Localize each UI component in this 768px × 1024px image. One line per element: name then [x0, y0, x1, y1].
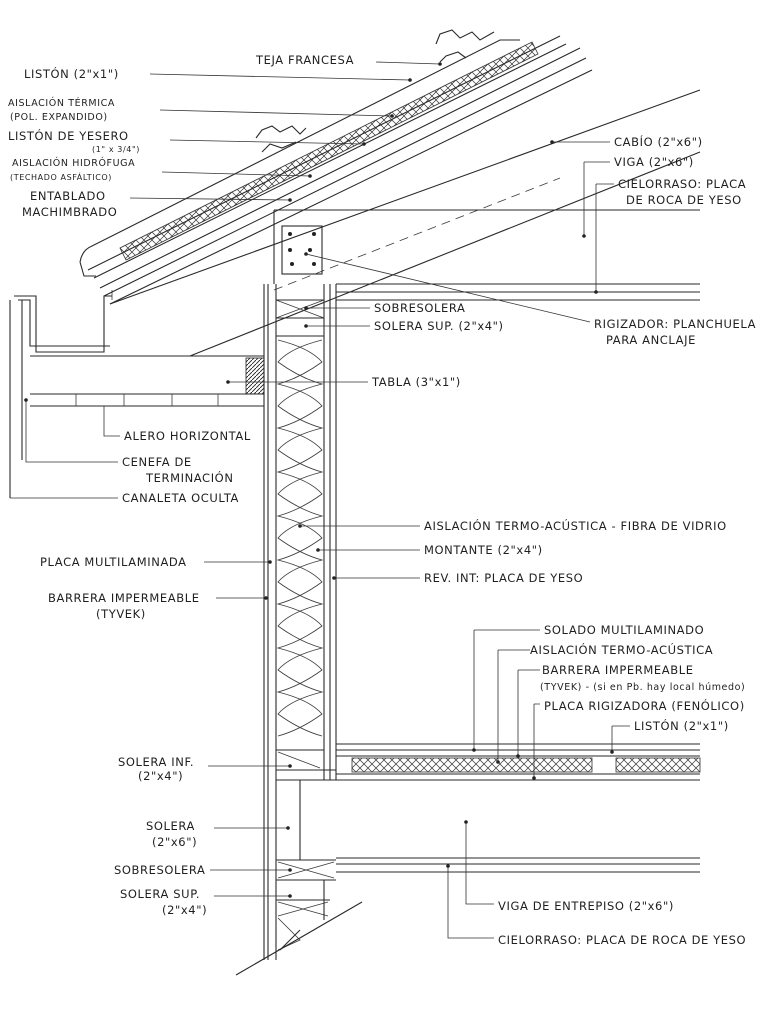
- floor-assembly: [336, 743, 701, 873]
- tabla-block: [245, 357, 265, 395]
- label-barrera-sub: (TYVEK): [96, 607, 146, 621]
- label-cenefa: CENEFA DE: [122, 455, 192, 469]
- label-cabio: CABÍO (2"x6"): [614, 134, 703, 149]
- roof-assembly: [79, 29, 701, 357]
- roof-insulation-band: [119, 41, 539, 261]
- label-solera-sup-top: SOLERA SUP. (2"x4"): [374, 319, 504, 333]
- label-placa-rigizadora: PLACA RIGIZADORA (FENÓLICO): [544, 698, 745, 713]
- eave-assembly: [9, 295, 265, 498]
- floor-insulation-band: [351, 757, 593, 773]
- wall-assembly: [235, 284, 363, 976]
- label-liston-yesero: LISTÓN DE YESERO: [8, 128, 129, 143]
- label-teja-francesa: TEJA FRANCESA: [255, 53, 354, 67]
- label-sobresolera-bottom: SOBRESOLERA: [114, 863, 206, 877]
- label-aislacion-termica: AISLACIÓN TÉRMICA: [8, 97, 115, 109]
- label-barrera-floor: BARRERA IMPERMEABLE: [542, 663, 694, 677]
- label-cenefa-sub: TERMINACIÓN: [145, 470, 234, 485]
- label-barrera-floor-sub: (TYVEK) - (si en Pb. hay local húmedo): [540, 682, 745, 693]
- upper-beam: [273, 209, 700, 301]
- label-solado: SOLADO MULTILAMINADO: [544, 623, 704, 637]
- floor-insulation-band-2: [615, 757, 701, 773]
- label-liston-top: LISTÓN (2"x1"): [24, 66, 119, 81]
- label-entablado: ENTABLADO: [30, 189, 106, 203]
- label-rev-int: REV. INT: PLACA DE YESO: [424, 571, 583, 585]
- label-cielorraso-bottom: CIELORRASO: PLACA DE ROCA DE YESO: [498, 933, 746, 947]
- label-liston-floor: LISTÓN (2"x1"): [634, 718, 729, 733]
- label-aislacion-hidrofuga-sub: (TECHADO ASFÁLTICO): [10, 171, 112, 182]
- label-cielorraso-top: CIELORRASO: PLACA: [618, 177, 746, 191]
- label-solera-inf-sub: (2"x4"): [138, 769, 183, 783]
- roof-tiles: [79, 29, 593, 305]
- label-placa-multilaminada: PLACA MULTILAMINADA: [40, 555, 187, 569]
- label-liston-yesero-sub: (1" x 3/4"): [92, 145, 140, 154]
- label-barrera: BARRERA IMPERMEABLE: [48, 591, 200, 605]
- label-solera: SOLERA: [146, 819, 195, 833]
- label-solera-sup-bottom: SOLERA SUP.: [120, 887, 200, 901]
- labels: TEJA FRANCESA LISTÓN (2"x1") AISLACIÓN T…: [8, 53, 756, 947]
- label-cielorraso-top-sub: DE ROCA DE YESO: [626, 193, 742, 207]
- label-sobresolera-top: SOBRESOLERA: [374, 301, 466, 315]
- label-viga-entrepiso: VIGA DE ENTREPISO (2"x6"): [498, 899, 674, 913]
- leader-lines: [10, 61, 630, 939]
- label-tabla: TABLA (3"x1"): [371, 375, 461, 389]
- label-rigizador-sub: PARA ANCLAJE: [606, 333, 696, 347]
- label-canaleta-oculta: CANALETA OCULTA: [122, 491, 239, 505]
- label-alero-horizontal: ALERO HORIZONTAL: [124, 429, 251, 443]
- label-aislacion-hidrofuga: AISLACIÓN HIDRÓFUGA: [12, 157, 135, 169]
- label-solera-sub: (2"x6"): [152, 835, 197, 849]
- label-solera-inf: SOLERA INF.: [118, 755, 194, 769]
- fiberglass-insulation: [276, 339, 323, 737]
- label-rigizador: RIGIZADOR: PLANCHUELA: [594, 317, 756, 331]
- label-aislacion-termo-floor: AISLACIÓN TERMO-ACÚSTICA: [530, 642, 713, 657]
- label-entablado-sub: MACHIMBRADO: [22, 205, 117, 219]
- label-viga: VIGA (2"x6"): [614, 155, 694, 169]
- anchor-plate: [281, 225, 323, 275]
- label-solera-sup-bottom-sub: (2"x4"): [162, 903, 207, 917]
- label-aislacion-fibra: AISLACIÓN TERMO-ACÚSTICA - FIBRA DE VIDR…: [424, 518, 727, 533]
- label-aislacion-termica-sub: (POL. EXPANDIDO): [10, 112, 108, 123]
- label-montante: MONTANTE (2"x4"): [424, 543, 543, 557]
